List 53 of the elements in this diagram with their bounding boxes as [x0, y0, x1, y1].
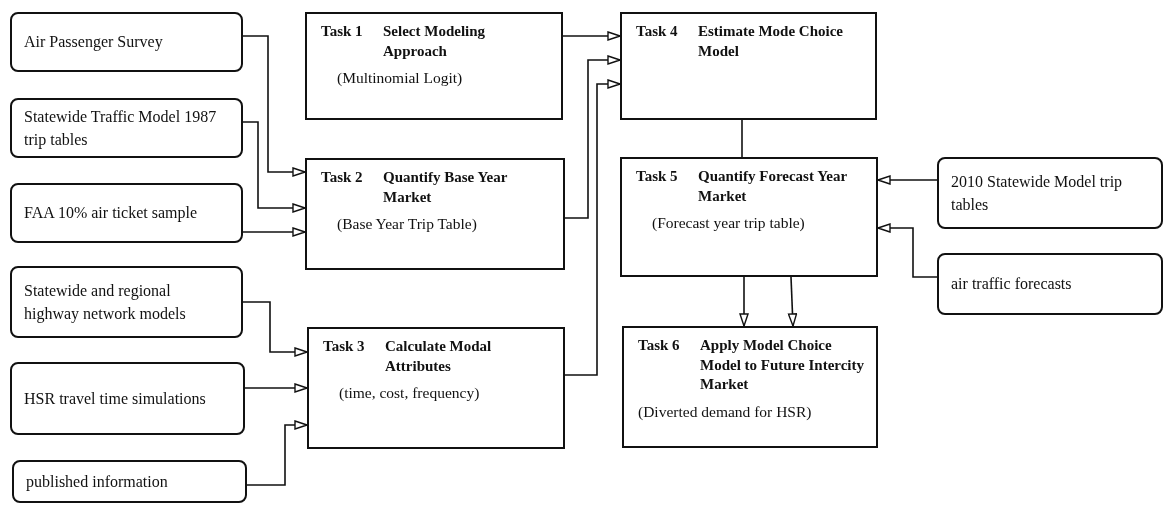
task-output: (Diverted demand for HSR): [638, 402, 813, 421]
input-box: [12, 460, 247, 503]
task-output: (Base Year Trip Table): [336, 215, 478, 233]
arrow: [787, 276, 798, 327]
input-box: [937, 157, 1163, 229]
input-box: [937, 253, 1163, 315]
task-output: (Multinomial Logit): [336, 69, 464, 87]
task-number: Task 3: [323, 337, 366, 356]
input-label: air traffic forecasts: [951, 274, 1072, 295]
task-box: [620, 157, 878, 277]
task-box: [305, 158, 565, 270]
input-label: 2010 Statewide Model trip tables: [951, 171, 1124, 215]
arrow: [877, 175, 938, 185]
input-box: [10, 183, 243, 243]
arrow: [242, 227, 306, 237]
connector-line: [741, 119, 743, 158]
task-number: Task 4: [636, 22, 679, 41]
task-box: [307, 327, 565, 449]
task-title: Quantify Forecast Year Market: [698, 167, 848, 206]
task-box: [622, 326, 878, 448]
arrow: [877, 223, 938, 278]
task-title: Quantify Base Year Market: [383, 168, 509, 207]
task-output: (Forecast year trip table): [651, 214, 806, 232]
input-box: [10, 12, 243, 72]
arrow: [242, 35, 306, 177]
task-number: Task 2: [321, 168, 364, 187]
arrow: [244, 383, 308, 393]
task-title: Apply Model Choice Model to Future Intercity Market: [700, 336, 865, 394]
arrow: [739, 276, 749, 327]
input-label: Statewide and regional highway network models: [24, 280, 187, 325]
task-box: [305, 12, 563, 120]
task-title: Estimate Mode Choice Model: [698, 22, 844, 61]
input-box: [10, 362, 245, 435]
task-title: Calculate Modal Attributes: [385, 337, 493, 376]
input-box: [10, 98, 243, 158]
arrow: [246, 420, 308, 486]
task-title: Select Modeling Approach: [383, 22, 487, 61]
task-box: [620, 12, 877, 120]
input-label: Statewide Traffic Model 1987 trip tables: [24, 106, 218, 151]
arrow: [242, 121, 306, 213]
task-output: (time, cost, frequency): [338, 384, 481, 402]
arrow: [242, 301, 308, 357]
input-label: published information: [26, 471, 168, 493]
task-number: Task 1: [321, 22, 364, 41]
input-label: HSR travel time simulations: [24, 388, 206, 409]
input-label: Air Passenger Survey: [24, 32, 163, 53]
input-label: FAA 10% air ticket sample: [24, 203, 197, 224]
arrow: [564, 79, 621, 376]
arrow: [562, 31, 621, 41]
task-number: Task 6: [638, 336, 681, 355]
task-number: Task 5: [636, 167, 679, 186]
arrow: [564, 55, 621, 219]
input-box: [10, 266, 243, 338]
